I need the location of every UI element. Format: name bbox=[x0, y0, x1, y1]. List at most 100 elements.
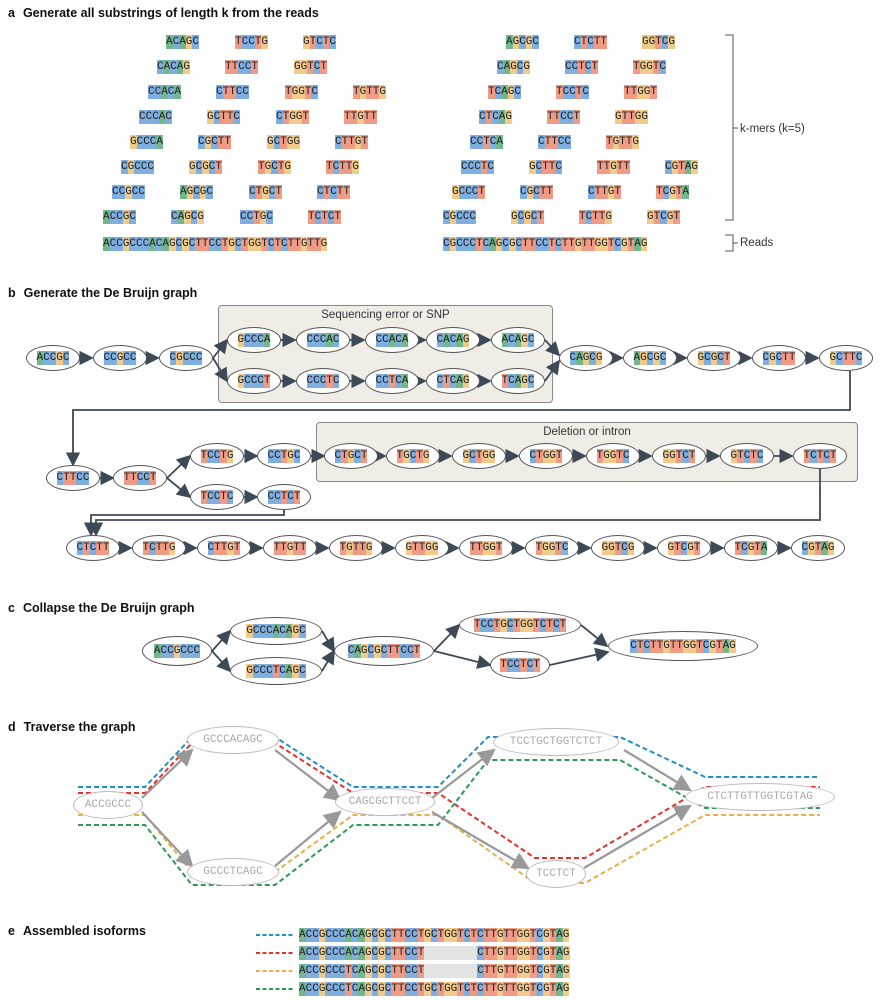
edge bbox=[141, 748, 194, 799]
kmers-label: k-mers (k=5) bbox=[740, 123, 805, 135]
edge bbox=[321, 630, 335, 653]
graph-node-faded: GCCCTCAGC bbox=[187, 858, 279, 886]
edge bbox=[623, 749, 692, 792]
reads-label: Reads bbox=[740, 237, 774, 249]
edge bbox=[211, 629, 232, 652]
kmers-bracket bbox=[725, 34, 734, 221]
edge bbox=[433, 650, 492, 669]
graph-node-faded: GCCCACAGC bbox=[187, 726, 279, 754]
edge bbox=[321, 649, 335, 672]
edge bbox=[211, 650, 232, 673]
isoform-gap bbox=[424, 946, 478, 960]
reads-bracket bbox=[725, 234, 734, 252]
path-blue bbox=[78, 736, 820, 788]
edge bbox=[580, 624, 609, 648]
graph-node-faded: CAGCGCTTCCT bbox=[335, 788, 435, 816]
